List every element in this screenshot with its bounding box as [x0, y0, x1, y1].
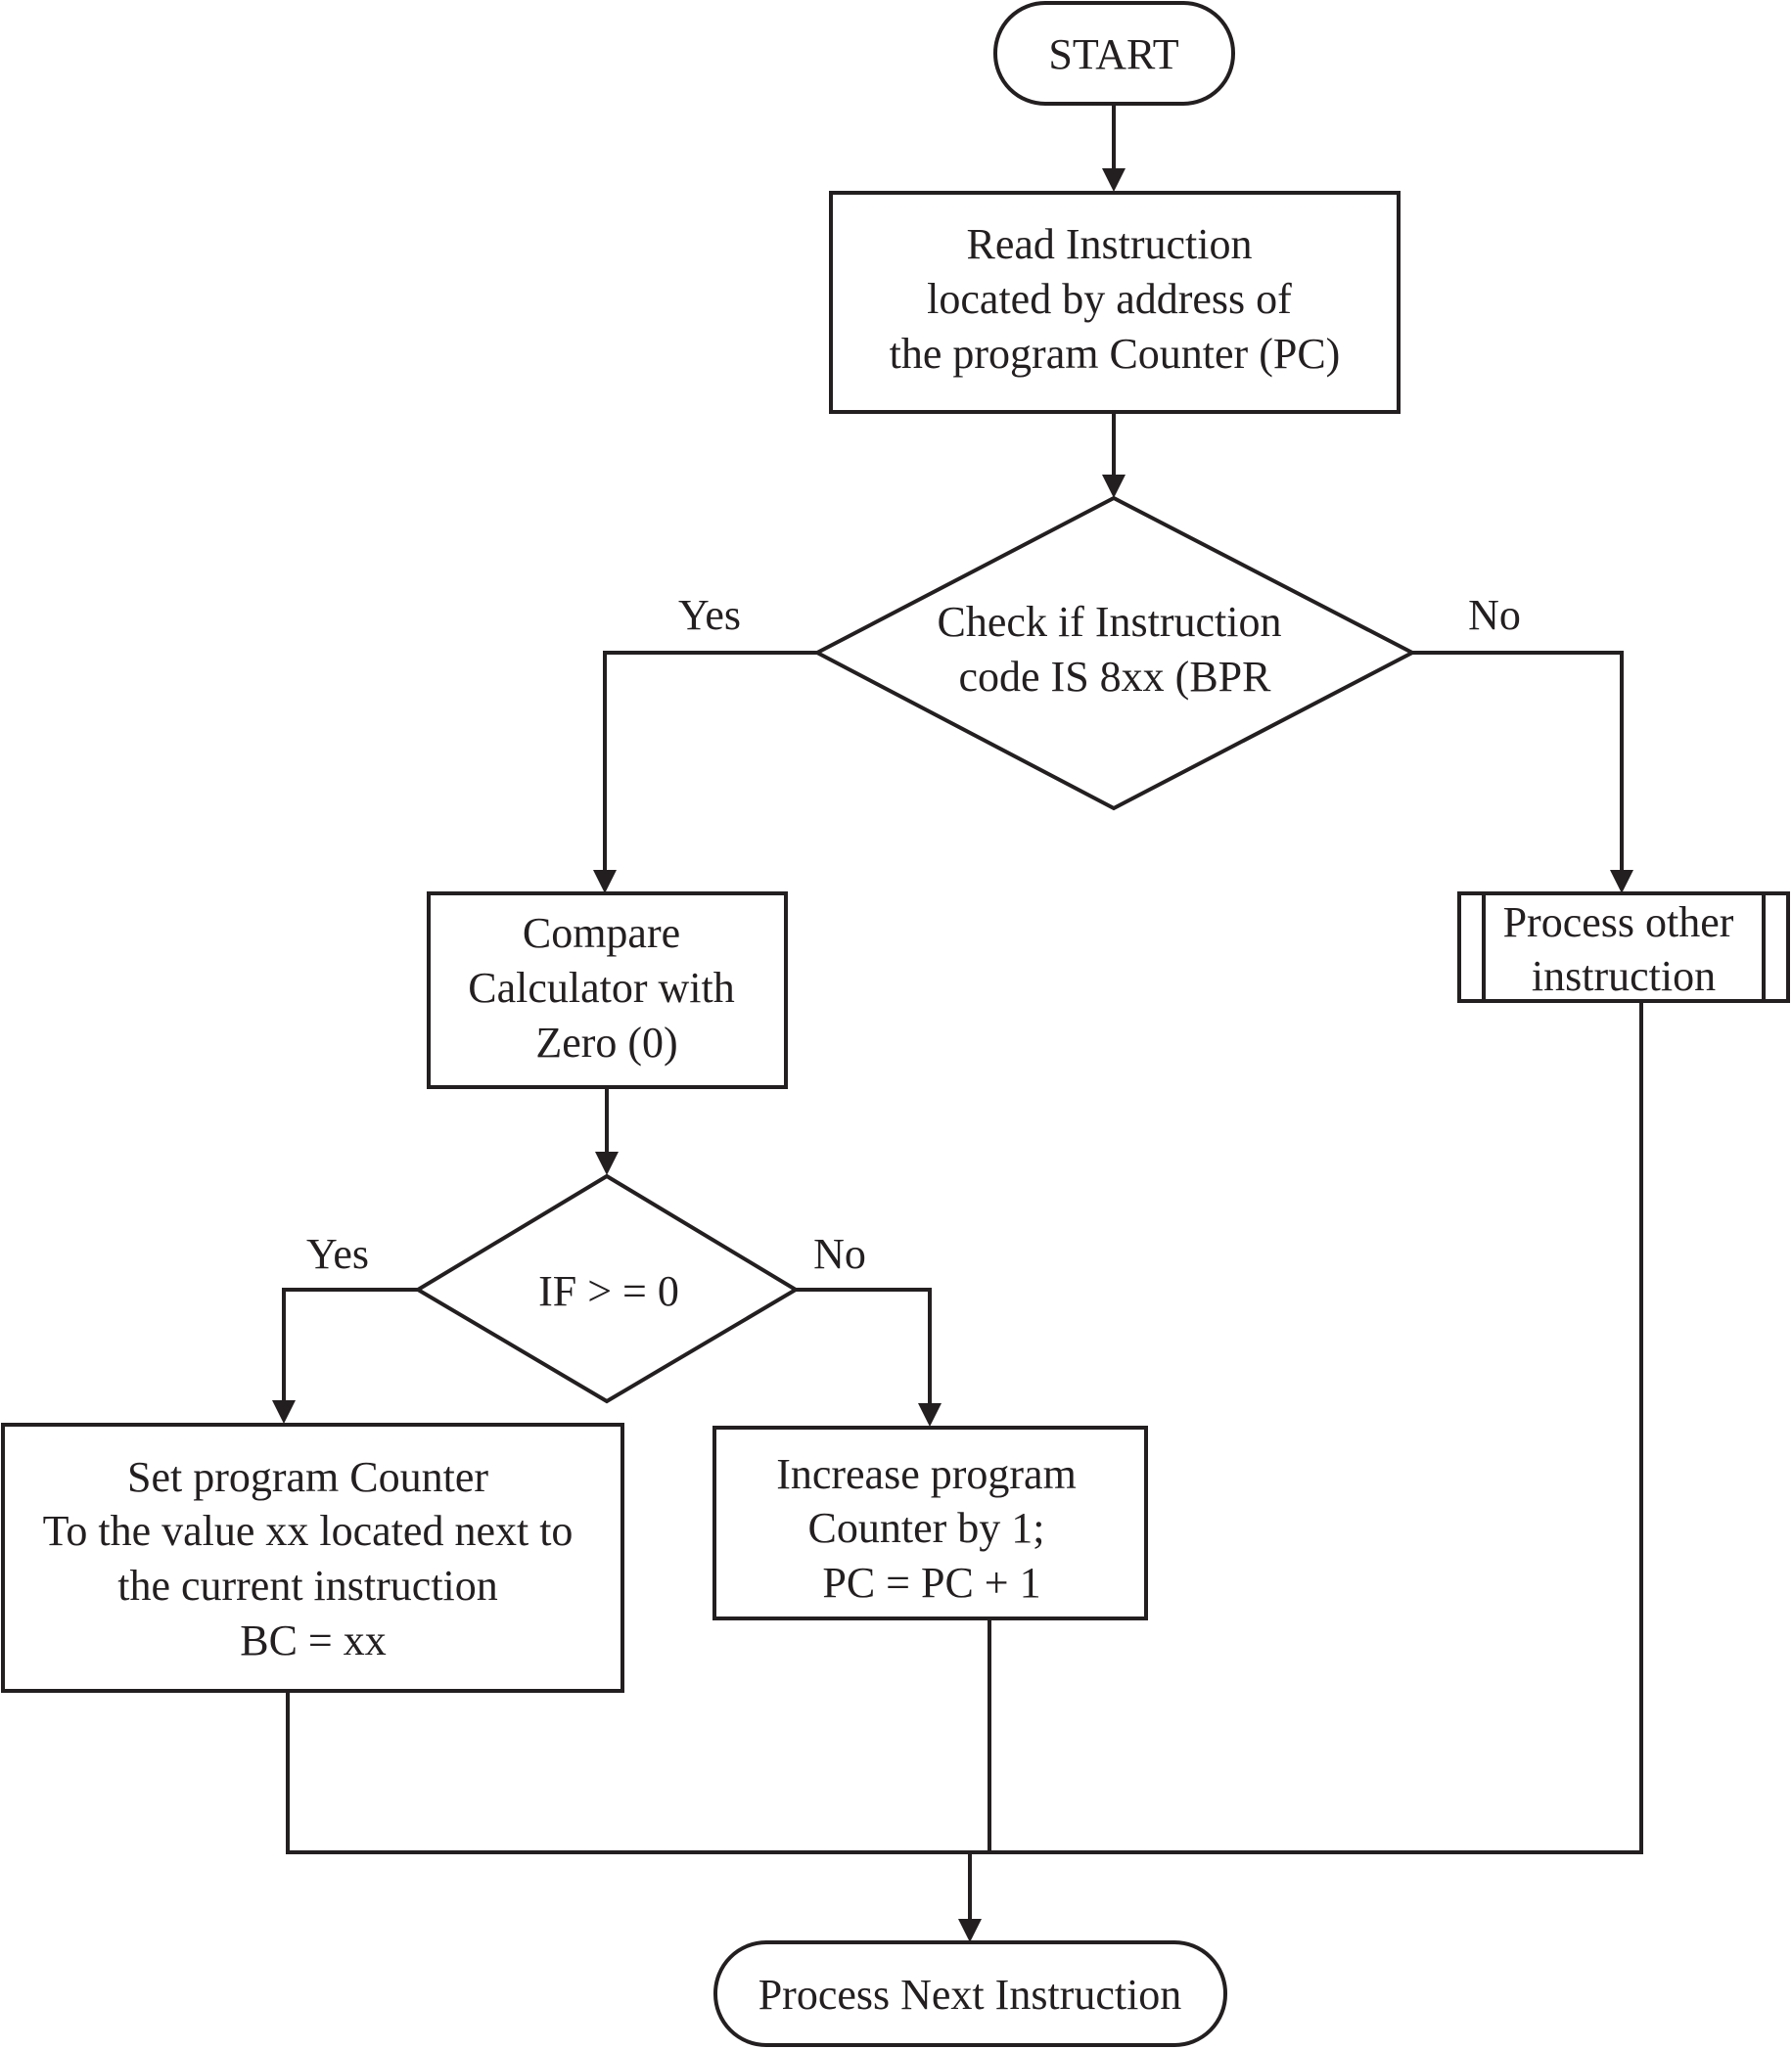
compare-calculator-line: Compare: [523, 909, 680, 957]
increase-pc-text: Increase program Counter by 1; PC = PC +…: [776, 1450, 1087, 1607]
arrowhead-if-no: [918, 1403, 942, 1427]
set-pc-box: [1, 1423, 624, 1693]
if-condition-diamond: [414, 1173, 800, 1404]
check-instruction-line: code IS 8xx (BPR: [959, 653, 1272, 701]
read-instruction-process: Read Instruction located by address of t…: [829, 191, 1401, 414]
process-next-text: Process Next Instruction: [758, 1971, 1182, 2019]
check-instruction-diamond: [812, 495, 1417, 811]
set-pc-line: Set program Counter: [127, 1453, 488, 1501]
set-pc-line: the current instruction: [117, 1562, 498, 1610]
check-yes-label: Yes: [678, 591, 741, 639]
check-instruction-text: Check if Instruction code IS 8xx (BPR: [938, 598, 1293, 701]
edge-if-no: [796, 1288, 932, 1405]
increase-pc-line: Counter by 1;: [808, 1504, 1045, 1552]
edge-if-yes: [282, 1288, 418, 1402]
process-other-subroutine: Process other instruction: [1457, 891, 1790, 1003]
start-terminal-shape: [993, 1, 1235, 106]
arrowhead-read-to-check: [1102, 475, 1126, 498]
arrowhead-if-yes: [272, 1400, 296, 1424]
check-no-label: No: [1468, 591, 1521, 639]
if-condition-line: IF > = 0: [538, 1267, 679, 1315]
arrowhead-compare-to-if: [595, 1152, 619, 1175]
increase-pc-line: PC = PC + 1: [822, 1559, 1040, 1607]
compare-calculator-process: Compare Calculator with Zero (0): [427, 891, 788, 1089]
start-terminal: START: [993, 1, 1235, 106]
if-yes-label: Yes: [306, 1230, 369, 1278]
increase-pc-line: Increase program: [776, 1450, 1077, 1498]
process-next-line: Process Next Instruction: [758, 1971, 1182, 2019]
process-next-shape: [713, 1940, 1227, 2047]
process-other-box: [1457, 891, 1790, 1003]
set-pc-text: Set program Counter To the value xx loca…: [43, 1453, 584, 1664]
edge-check-yes: [603, 651, 817, 872]
read-instruction-line: Read Instruction: [966, 220, 1252, 268]
edge-check-no: [1412, 651, 1624, 872]
process-next-terminal: Process Next Instruction: [713, 1940, 1227, 2047]
read-instruction-box: [829, 191, 1401, 414]
if-condition-decision: IF > = 0: [414, 1173, 800, 1404]
compare-calculator-box: [427, 891, 788, 1089]
check-instruction-line: Check if Instruction: [938, 598, 1282, 646]
set-pc-line: To the value xx located next to: [43, 1507, 574, 1555]
compare-calculator-line: Zero (0): [535, 1019, 677, 1067]
arrowhead-start-to-read: [1102, 168, 1126, 192]
read-instruction-text: Read Instruction located by address of t…: [890, 220, 1341, 378]
if-no-label: No: [813, 1230, 866, 1278]
edge-set-pc-merge: [286, 1003, 1643, 1854]
arrowhead-check-yes: [593, 870, 617, 893]
check-instruction-decision: Check if Instruction code IS 8xx (BPR: [812, 495, 1417, 811]
read-instruction-line: the program Counter (PC): [890, 330, 1341, 378]
read-instruction-line: located by address of: [927, 275, 1292, 323]
start-text: START: [1048, 30, 1178, 78]
set-pc-process: Set program Counter To the value xx loca…: [1, 1423, 624, 1693]
if-condition-text: IF > = 0: [538, 1267, 679, 1315]
arrowhead-merge-to-next: [958, 1919, 982, 1942]
process-other-text: Process other instruction: [1503, 898, 1745, 1000]
process-other-line: Process other: [1503, 898, 1734, 946]
process-other-line: instruction: [1532, 952, 1716, 1000]
increase-pc-process: Increase program Counter by 1; PC = PC +…: [712, 1426, 1148, 1620]
arrowhead-check-no: [1610, 870, 1633, 893]
increase-pc-box: [712, 1426, 1148, 1620]
compare-calculator-text: Compare Calculator with Zero (0): [468, 909, 746, 1067]
set-pc-line: BC = xx: [240, 1616, 387, 1664]
connectors: [272, 106, 1643, 1942]
compare-calculator-line: Calculator with: [468, 964, 735, 1012]
start-text-line: START: [1048, 30, 1178, 78]
